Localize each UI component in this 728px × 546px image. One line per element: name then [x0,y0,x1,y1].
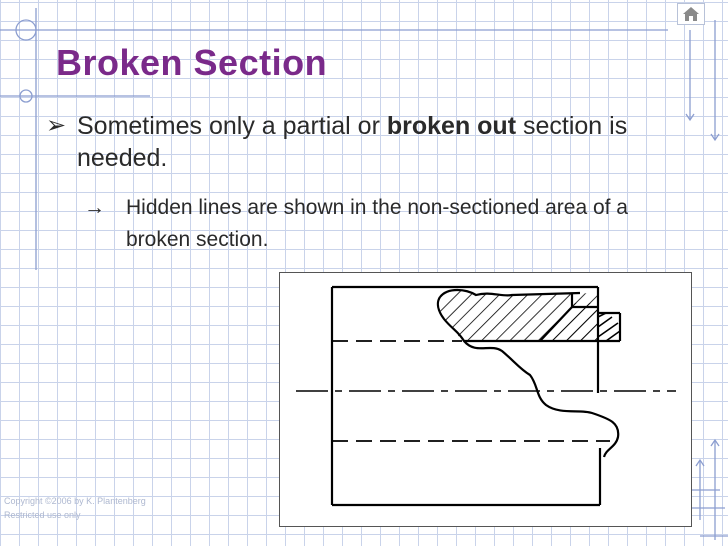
bullet-text-start: Sometimes only a partial or [77,112,387,140]
copyright-notice: Copyright ©2006 by K. Plantenberg Restri… [4,494,146,522]
sub-bullet-text: Hidden lines are shown in the non-sectio… [126,196,628,251]
bullet-text: Sometimes only a partial or broken out s… [77,110,686,174]
home-button[interactable] [677,3,705,25]
sub-bullet-point: → Hidden lines are shown in the non-sect… [84,192,694,256]
right-arrow-icon: → [84,196,105,219]
bullet-text-emphasis: broken out [386,112,517,140]
home-icon [683,7,699,21]
arrowhead-bullet-icon: ➢ [46,112,67,139]
slide-title: Broken Section [56,42,328,83]
bullet-point: ➢ Sometimes only a partial or broken out… [46,110,686,174]
copyright-line: Copyright ©2006 by K. Plantenberg [4,496,146,506]
broken-section-illustration [296,285,676,507]
usage-restriction-line: Restricted use only [4,510,81,520]
broken-section-drawing [279,272,692,527]
bullet-text-end: section is needed. [77,112,628,172]
